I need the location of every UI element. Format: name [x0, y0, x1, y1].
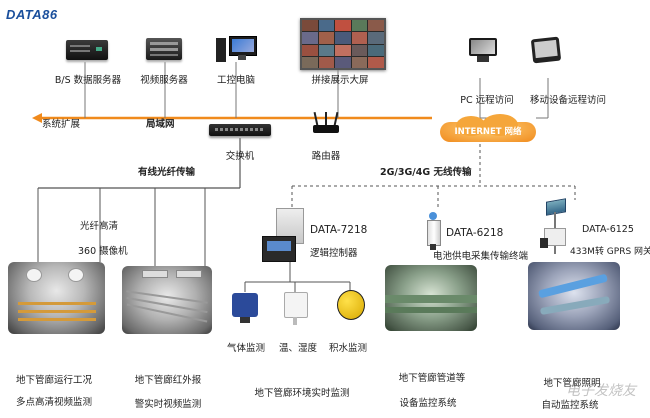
wireless-transmission-label: 2G/3G/4G 无线传输	[380, 167, 472, 178]
data6218-device	[424, 212, 442, 250]
water-level-sensor	[337, 290, 365, 320]
temp-humidity-sensor	[284, 292, 308, 325]
system-expand-label: 系统扩展	[42, 119, 81, 130]
tunnel1-caption-b: 多点高清视频监测	[15, 397, 93, 408]
watermark: 电子发烧友	[566, 383, 636, 399]
bs-server-device	[66, 40, 108, 60]
lan-label: 局域网	[146, 119, 175, 130]
mobile-remote-label: 移动设备远程访问	[529, 95, 607, 106]
gas-sensor-label: 气体监测	[226, 343, 266, 354]
pc-remote-device	[469, 38, 499, 64]
camera-label-line2: 360 摄像机	[78, 246, 128, 257]
internet-label: INTERNET 网络	[454, 127, 522, 137]
data7218-model: DATA-7218	[310, 224, 368, 236]
switch-device	[209, 124, 271, 136]
data7218-name: 逻辑控制器	[310, 248, 358, 259]
bs-server-label: B/S 数据服务器	[54, 75, 122, 86]
ipc-computer-device	[216, 36, 257, 62]
logo-text: DATA86	[6, 7, 58, 22]
camera-label-line1: 光纤高清	[80, 221, 119, 232]
logo: DATA86	[6, 4, 58, 23]
tunnel-photo-lighting	[528, 262, 620, 330]
internet-cloud: INTERNET 网络	[440, 114, 536, 142]
tunnel2-caption-a: 地下管廊红外报	[134, 375, 202, 386]
env-caption: 地下管廊环境实时监测	[254, 388, 350, 399]
router-device	[313, 111, 339, 134]
video-wall-device	[300, 18, 386, 70]
data6125-gateway	[540, 198, 570, 256]
mobile-tablet-device	[530, 36, 562, 64]
pc-remote-label: PC 远程访问	[460, 95, 514, 106]
fiber-transmission-label: 有线光纤传输	[138, 167, 196, 178]
data6218-name: 电池供电采集传输终端	[433, 251, 529, 262]
water-sensor-label: 积水监测	[328, 343, 368, 354]
data7218-controller	[262, 236, 296, 262]
light-caption-a: 地下管廊照明	[543, 378, 601, 389]
data6218-model: DATA-6218	[446, 227, 504, 239]
tunnel2-caption-b: 警实时视频监测	[134, 399, 202, 410]
data6125-name: 433M转 GPRS 网关	[570, 247, 650, 257]
video-server-device	[146, 38, 182, 60]
video-server-label: 视频服务器	[140, 75, 188, 86]
video-wall-label: 拼接展示大屏	[311, 75, 369, 86]
tunnel1-caption-a: 地下管廊运行工况	[15, 375, 93, 386]
pipe-caption-a: 地下管廊管道等	[398, 373, 466, 384]
light-caption-b: 自动监控系统	[541, 400, 599, 411]
tunnel-photo-cameras	[8, 262, 105, 334]
ipc-label: 工控电脑	[216, 75, 256, 86]
tunnel-photo-pipes	[122, 266, 212, 334]
tunnel-photo-pipeline	[385, 265, 477, 331]
pipe-caption-b: 设备监控系统	[399, 398, 457, 409]
data6125-model: DATA-6125	[582, 224, 634, 235]
switch-label: 交换机	[225, 151, 255, 162]
router-label: 路由器	[311, 151, 341, 162]
temp-sensor-label: 温、湿度	[278, 343, 318, 354]
gas-sensor	[232, 293, 258, 323]
